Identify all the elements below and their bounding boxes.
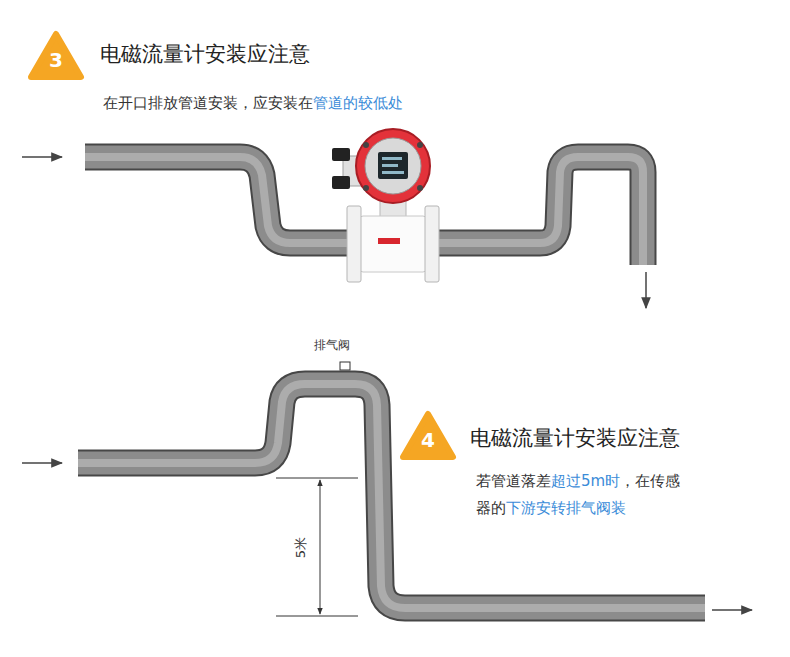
instruction-text: 管道的较低处: [313, 94, 403, 112]
pipe-highlight: [78, 384, 705, 608]
instruction-text: 下游安转排气阀装: [506, 499, 626, 517]
instruction-text: 若管道落差: [476, 472, 551, 490]
meter-head: [356, 129, 430, 203]
dimension-extension: [276, 478, 358, 479]
inlet-arrow: [22, 462, 62, 464]
instruction-text: 超过5m时: [551, 472, 620, 490]
display-line: [382, 164, 398, 167]
section-title-block: 电磁流量计安装应注意: [470, 425, 680, 452]
dimension-extension: [276, 616, 358, 617]
step-number: 4: [399, 428, 457, 452]
screw: [363, 185, 369, 191]
instruction-text: 在开口排放管道安装，应安装在: [103, 94, 313, 112]
part-label-block: 排气阀: [314, 337, 350, 353]
display-line: [382, 157, 402, 160]
step-badge: 4: [399, 409, 457, 461]
meter-flange: [347, 206, 361, 282]
inlet-arrow: [22, 156, 62, 158]
part-label: 排气阀: [314, 338, 350, 352]
flowmeter: [332, 129, 439, 282]
dimension-label-block: 5米: [293, 536, 310, 557]
section-title-block: 电磁流量计安装应注意: [100, 41, 310, 68]
pipe: [78, 384, 705, 608]
dimension-label: 5米: [294, 536, 309, 557]
meter-display: [378, 152, 408, 179]
screw: [417, 142, 423, 148]
display-line: [382, 171, 404, 174]
vent-valve: [340, 362, 350, 370]
cable-gland: [332, 148, 350, 161]
cable-gland: [332, 176, 350, 189]
step-badge: 3: [27, 29, 85, 81]
instruction-text-block: 若管道落差超过5m时，在传感器的下游安转排气阀装: [476, 468, 694, 522]
screw: [363, 142, 369, 148]
meter-logo: [378, 238, 400, 244]
section-title: 电磁流量计安装应注意: [470, 426, 680, 450]
section-title: 电磁流量计安装应注意: [100, 42, 310, 66]
pipe-outline: [78, 384, 705, 608]
outlet-arrow: [712, 609, 752, 611]
dimension-line: [320, 480, 321, 614]
screw: [417, 185, 423, 191]
step-number: 3: [27, 48, 85, 72]
pipe-body: [78, 384, 705, 608]
meter-body: [360, 216, 426, 272]
instruction-text-block: 在开口排放管道安装，应安装在管道的较低处: [103, 93, 403, 113]
meter-flange: [425, 206, 439, 282]
outlet-arrow: [645, 272, 647, 308]
meter-face: [365, 138, 421, 194]
